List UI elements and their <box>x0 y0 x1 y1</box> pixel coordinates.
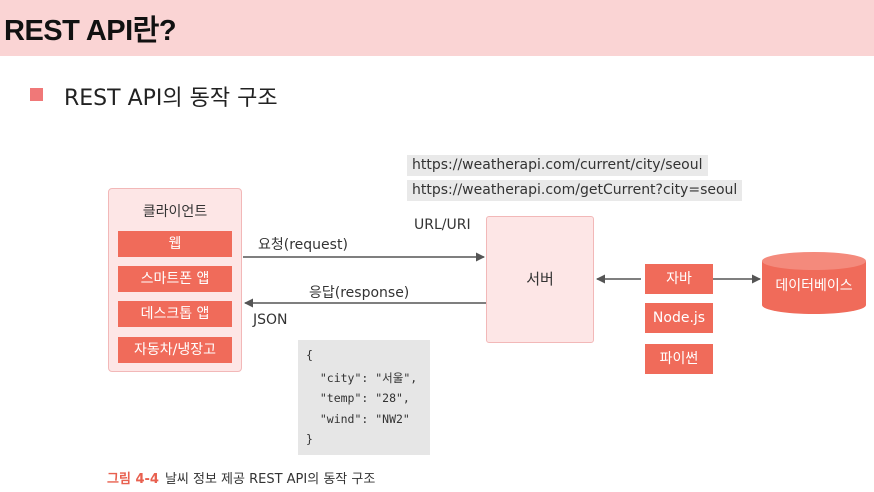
bullet-square-icon <box>30 88 43 101</box>
url-uri-label: URL/URI <box>414 217 471 233</box>
url-example-1: https://weatherapi.com/current/city/seou… <box>407 155 708 176</box>
database-label: 데이터베이스 <box>775 278 853 294</box>
language-python: 파이썬 <box>645 344 713 374</box>
client-item-car-fridge: 자동차/냉장고 <box>118 337 232 363</box>
json-line: } <box>306 432 313 446</box>
page-title: REST API란? <box>4 15 177 47</box>
json-label: JSON <box>253 312 288 328</box>
database-cylinder-icon <box>762 252 866 314</box>
figure-number: 그림 4-4 <box>107 472 159 487</box>
json-line: "wind": "NW2" <box>306 412 410 426</box>
figure-caption-text: 날씨 정보 제공 REST API의 동작 구조 <box>164 472 376 487</box>
json-example-box: { "city": "서울", "temp": "28", "wind": "N… <box>298 340 430 455</box>
json-line: "temp": "28", <box>306 391 410 405</box>
title-bar: REST API란? <box>0 0 874 56</box>
url-example-2: https://weatherapi.com/getCurrent?city=s… <box>407 180 743 201</box>
client-item-desktop-app: 데스크톱 앱 <box>118 301 232 327</box>
section-subtitle: REST API의 동작 구조 <box>64 86 278 111</box>
request-label: 요청(request) <box>258 237 348 253</box>
client-box: 클라이언트 웹 스마트폰 앱 데스크톱 앱 자동차/냉장고 <box>108 188 242 372</box>
client-item-web: 웹 <box>118 231 232 257</box>
client-item-smartphone-app: 스마트폰 앱 <box>118 266 232 292</box>
language-nodejs: Node.js <box>645 303 713 333</box>
json-line: { <box>306 348 313 362</box>
figure-caption: 그림 4-4 날씨 정보 제공 REST API의 동작 구조 <box>107 468 375 487</box>
client-title: 클라이언트 <box>142 204 208 220</box>
json-line: "city": "서울", <box>306 371 418 385</box>
response-label: 응답(response) <box>309 285 410 301</box>
language-java: 자바 <box>645 264 713 294</box>
server-box: 서버 <box>486 216 594 343</box>
